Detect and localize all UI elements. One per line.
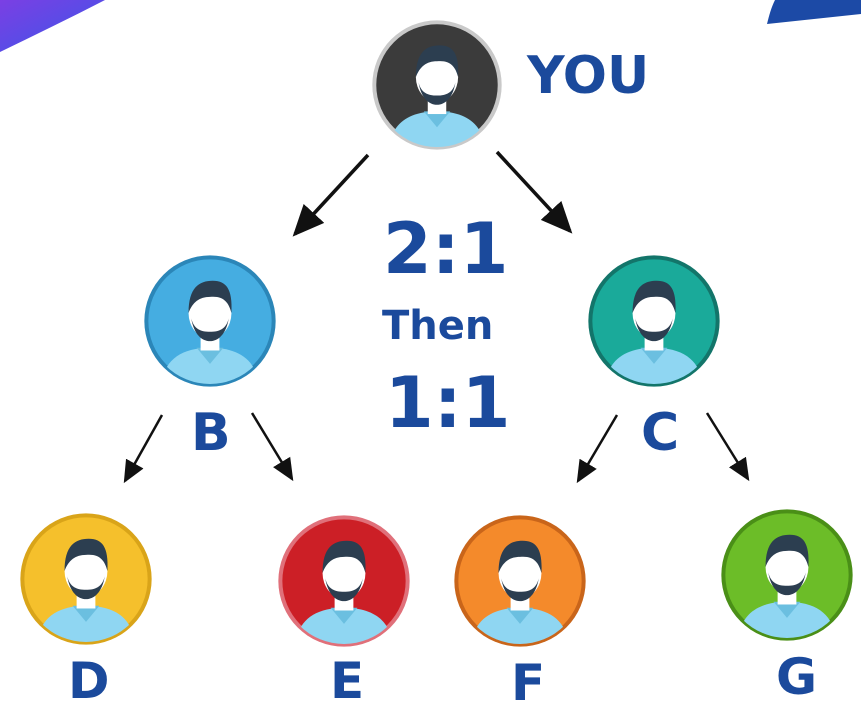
arrow-c-to-f [576,414,619,484]
node-c [587,254,721,388]
corner-accent-right [767,0,861,24]
node-label-d: D [68,652,110,710]
node-label-c: C [641,403,680,463]
node-label-b: B [191,403,231,463]
avatar-e-icon [278,515,410,647]
avatar-c-icon [588,255,720,387]
node-g [720,508,854,642]
arrow-you-to-c [495,150,573,234]
ratio-second: 1:1 [385,362,511,444]
node-b [143,254,277,388]
node-label-f: F [511,654,546,712]
corner-accent-left [0,0,105,52]
node-label-you: YOU [527,46,650,106]
ratio-then: Then [382,303,494,349]
node-d [19,512,153,646]
avatar-g-icon [721,509,853,641]
avatar-b-icon [144,255,276,387]
avatar-d-icon [20,513,152,645]
ratio-first: 2:1 [383,208,509,290]
arrow-b-to-e [250,412,294,482]
avatar-f-icon [454,515,586,647]
arrow-you-to-b [292,153,370,237]
arrow-c-to-g [705,412,750,482]
node-f [453,514,587,648]
avatar-you-icon [372,20,502,150]
arrow-b-to-d [123,414,164,484]
node-e [277,514,411,648]
node-you [371,19,503,151]
node-label-e: E [330,652,365,710]
node-label-g: G [776,648,818,706]
